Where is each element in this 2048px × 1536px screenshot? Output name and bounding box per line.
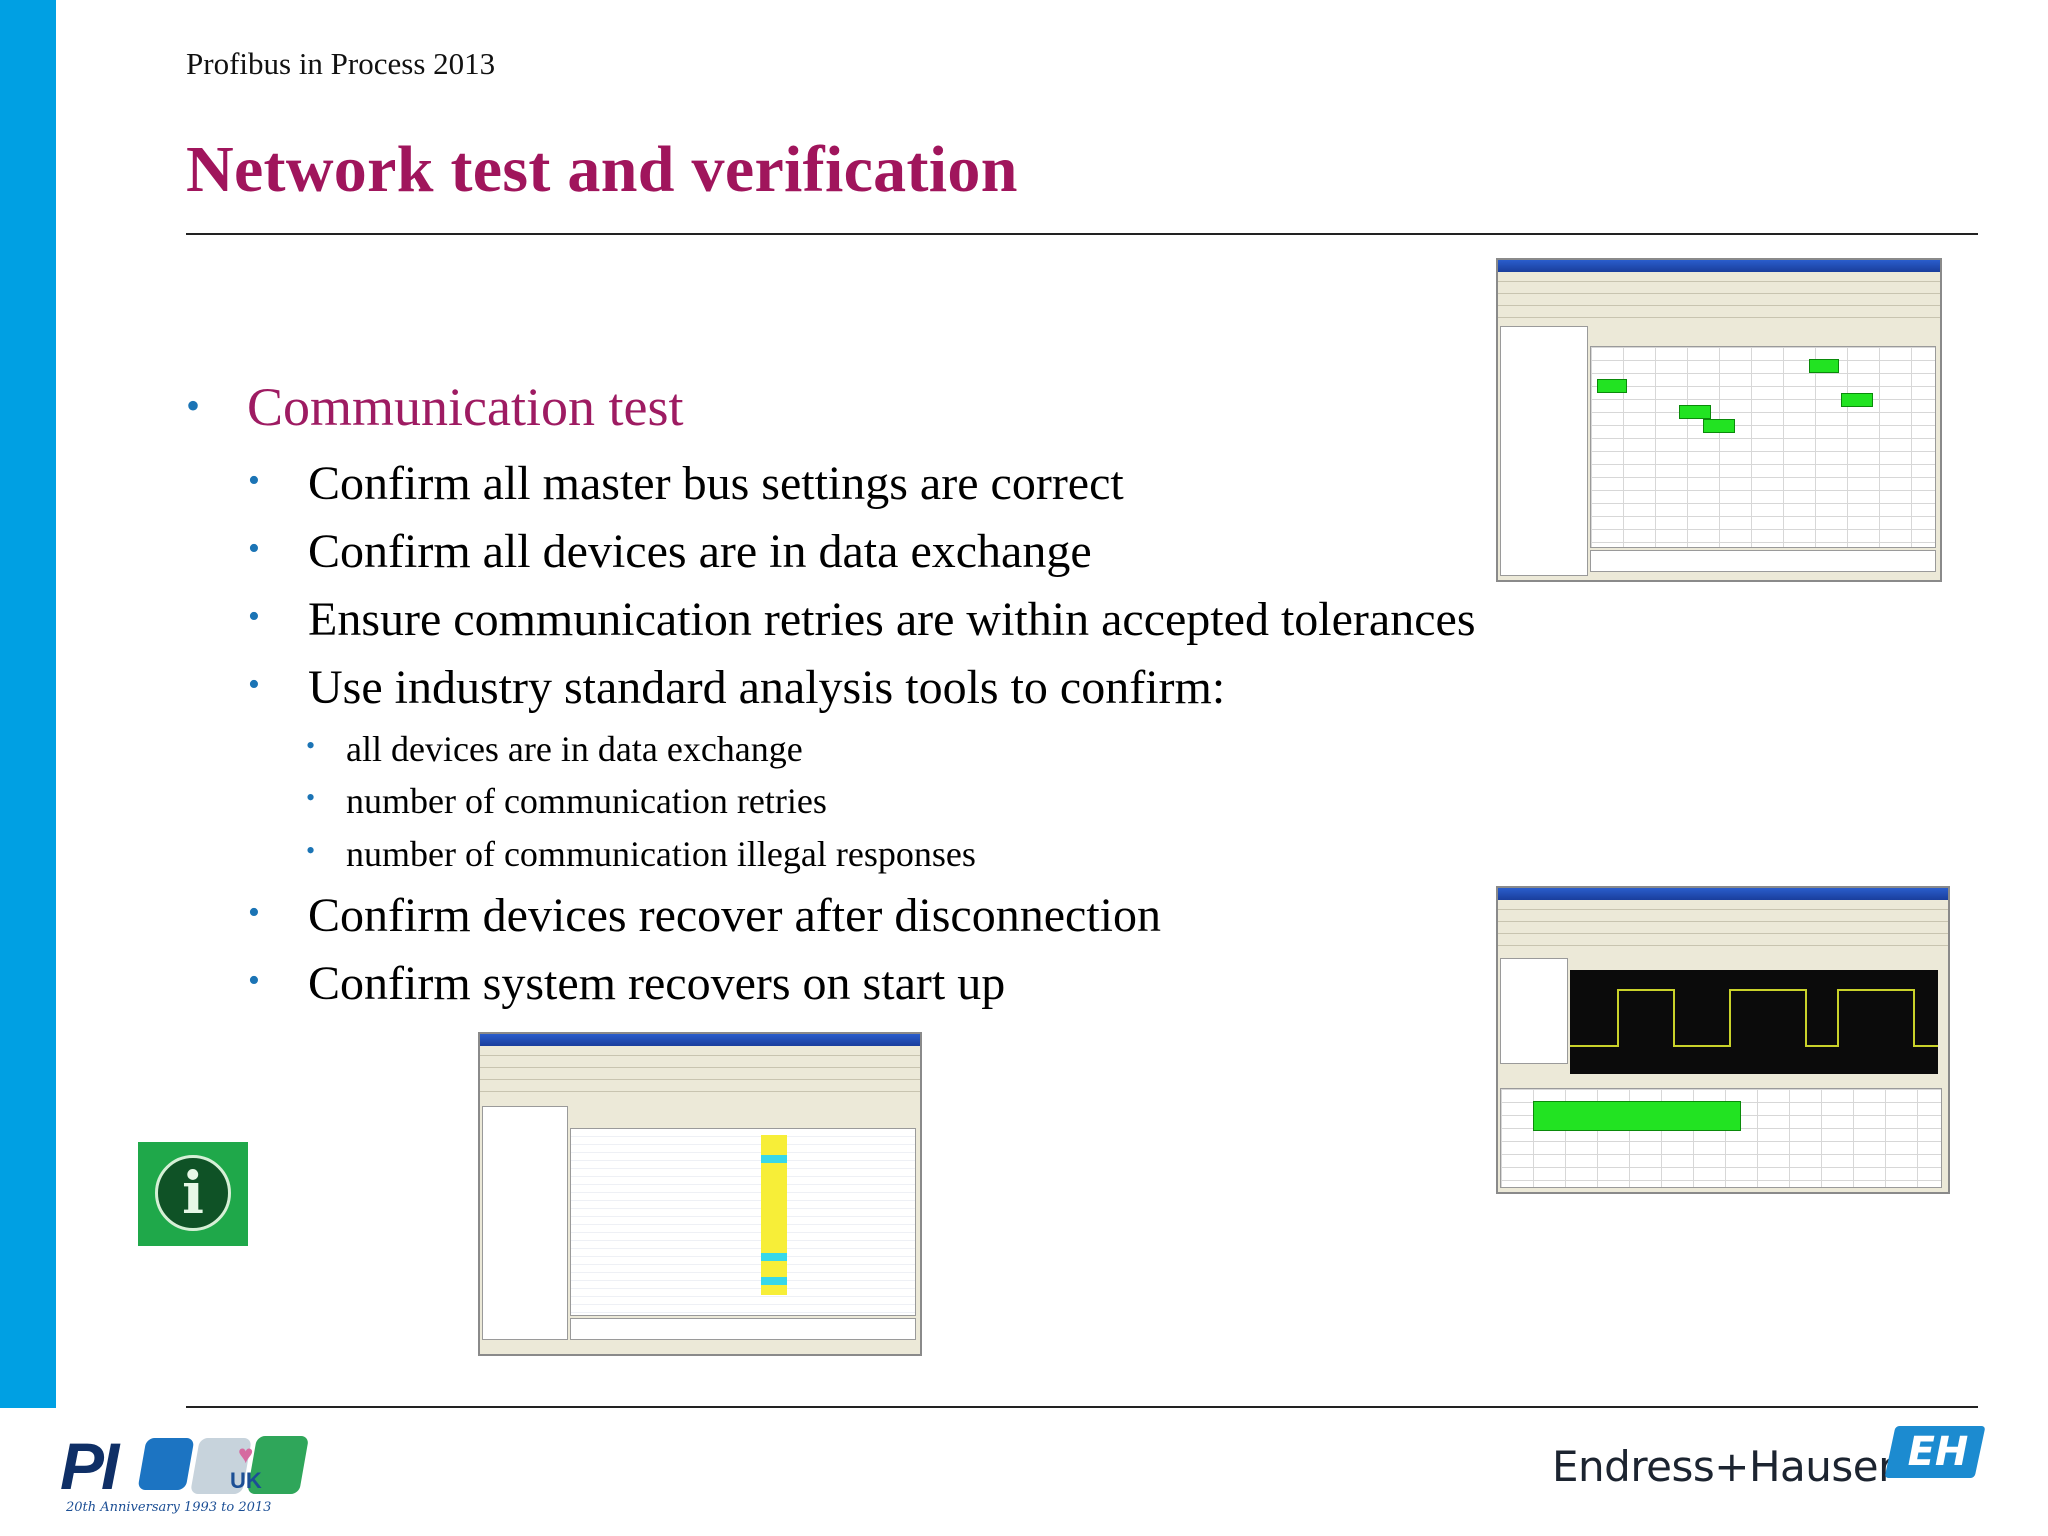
grid-cell-active — [1679, 405, 1711, 419]
screenshot-status-panel — [570, 1318, 916, 1340]
grid-cell-active — [1597, 379, 1627, 393]
footer-divider — [186, 1406, 1978, 1408]
grid-cell-active — [1533, 1101, 1741, 1131]
bullet-dot: • — [248, 666, 260, 703]
left-accent-bar — [0, 0, 56, 1408]
live-list-screenshot — [1496, 258, 1942, 582]
bullet-text: Confirm all master bus settings are corr… — [308, 457, 1124, 510]
message-log-screenshot — [478, 1032, 922, 1356]
screenshot-menubar — [480, 1046, 920, 1056]
bullet-dot: • — [306, 783, 316, 812]
title-divider — [186, 233, 1978, 235]
grid-cell-active — [1703, 419, 1735, 433]
screenshot-toolbar — [1498, 294, 1940, 306]
bullet-text: Use industry standard analysis tools to … — [308, 661, 1226, 714]
info-icon: i — [155, 1155, 231, 1231]
screenshot-message-table — [570, 1128, 916, 1316]
pi-logo-anniversary: 20th Anniversary 1993 to 2013 — [66, 1500, 272, 1515]
grid-cell-active — [1841, 393, 1873, 407]
sub-bullet-text: all devices are in data exchange — [346, 729, 803, 769]
pi-logo-uk: UK — [230, 1468, 262, 1493]
screenshot-menubar — [1498, 272, 1940, 282]
screenshot-titlebar — [480, 1034, 920, 1046]
screenshot-menubar — [1498, 900, 1948, 910]
bullet-dot: • — [306, 836, 316, 865]
sub-bullet-text: number of communication retries — [346, 781, 827, 821]
logo-square — [137, 1438, 195, 1490]
screenshot-toolbar — [480, 1056, 920, 1068]
bullet-text: Confirm devices recover after disconnect… — [308, 889, 1161, 942]
table-cell-highlight — [761, 1253, 787, 1261]
screenshot-side-panel — [1500, 326, 1588, 576]
screenshot-toolbar — [480, 1080, 920, 1092]
bullet-dot: • — [248, 598, 260, 635]
pi-uk-logo: PI ♥ UK 20th Anniversary 1993 to 2013 — [60, 1429, 310, 1522]
grid-cell-active — [1809, 359, 1839, 373]
screenshot-titlebar — [1498, 260, 1940, 272]
heart-icon: ♥ — [238, 1440, 254, 1469]
eh-logo-mark-text: EH — [1907, 1429, 1969, 1475]
bullet-dot: • — [248, 894, 260, 931]
screenshot-toolbar — [1498, 922, 1948, 934]
info-icon-box: i — [138, 1142, 248, 1246]
pi-logo-text: PI — [60, 1429, 119, 1503]
bullet-text: Ensure communication retries are within … — [308, 593, 1476, 646]
screenshot-toolbar — [1498, 306, 1940, 318]
slide-title: Network test and verification — [186, 133, 1018, 206]
screenshot-titlebar — [1498, 888, 1948, 900]
oscilloscope-screenshot — [1496, 886, 1950, 1194]
table-cell-highlight — [761, 1155, 787, 1163]
bullet-heading-text: Communication test — [247, 377, 684, 437]
bullet-text: Confirm system recovers on start up — [308, 957, 1006, 1010]
screenshot-side-panel — [482, 1106, 568, 1340]
screenshot-grid — [1590, 346, 1936, 548]
eh-logo-text: Endress+Hauser — [1552, 1442, 1895, 1491]
bullet-dot: • — [186, 383, 201, 428]
bullet-dot: • — [248, 462, 260, 499]
bullet-dot: • — [248, 962, 260, 999]
screenshot-toolbar — [1498, 282, 1940, 294]
table-cell-highlight — [761, 1277, 787, 1285]
bullet-text: Confirm all devices are in data exchange — [308, 525, 1092, 578]
screenshot-status-panel — [1590, 550, 1936, 572]
scope-trace — [1570, 989, 1938, 1047]
sub-bullet-text: number of communication illegal response… — [346, 834, 976, 874]
screenshot-toolbar — [1498, 910, 1948, 922]
screenshot-side-panel — [1500, 958, 1568, 1064]
info-glyph: i — [181, 1159, 205, 1227]
scope-display — [1570, 970, 1938, 1074]
bullet-dot: • — [306, 731, 316, 760]
screenshot-toolbar — [480, 1068, 920, 1080]
screenshot-grid — [1500, 1088, 1942, 1188]
screenshot-toolbar — [1498, 934, 1948, 946]
event-name: Profibus in Process 2013 — [186, 46, 496, 81]
bullet-dot: • — [248, 530, 260, 567]
